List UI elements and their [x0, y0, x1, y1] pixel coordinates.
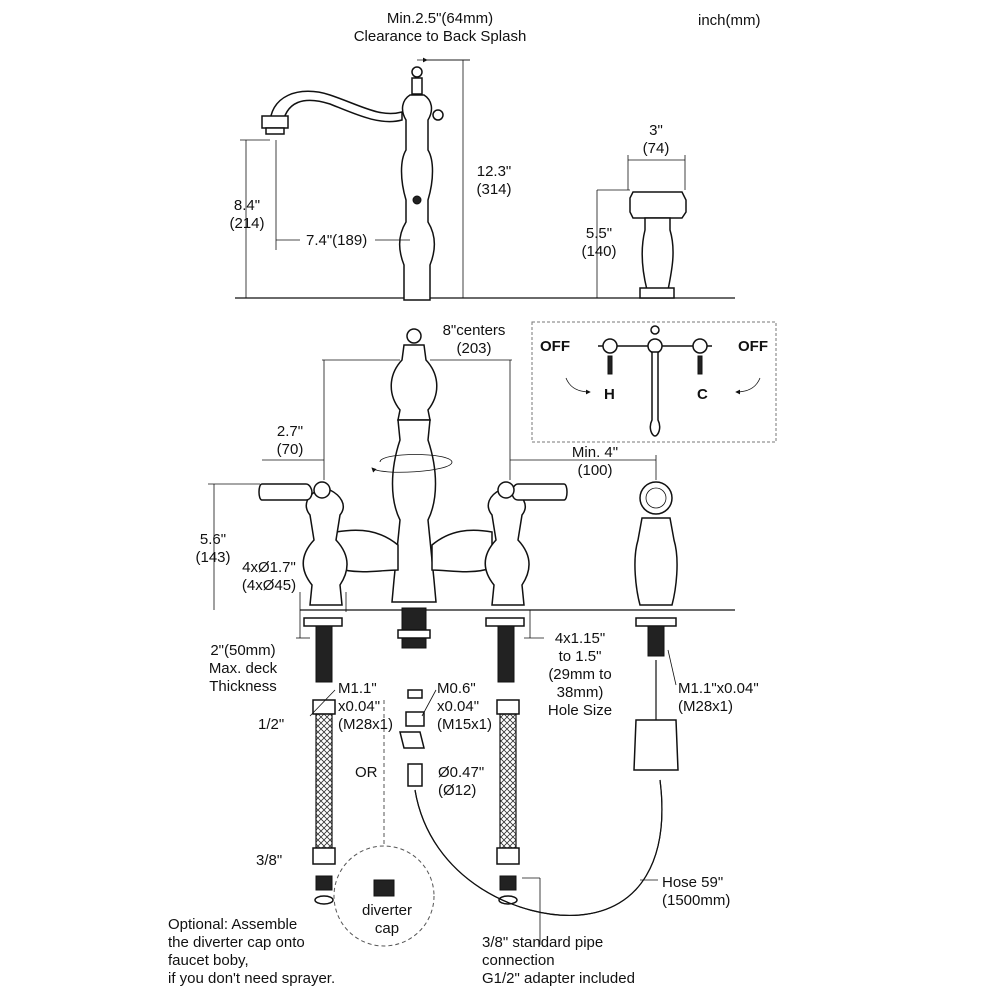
- diverter-cap-label: diverter cap: [352, 902, 422, 938]
- handle-offset-label: 2.7" (70): [268, 423, 312, 459]
- outlet-diameter-mm: (Ø12): [438, 782, 477, 799]
- thread-a-line-2: x0.04": [338, 698, 381, 715]
- thread-c-line-2: (M28x1): [678, 698, 734, 715]
- thread-a-label: M1.1" x0.04" (M28x1): [338, 680, 393, 734]
- hole-line-1: 4x1.15": [554, 630, 606, 647]
- optional-line-2: the diverter cap onto: [168, 934, 305, 951]
- inset-hot: H: [604, 386, 615, 403]
- height-label: 12.3" (314): [474, 163, 514, 199]
- min-distance-label: Min. 4" (100): [560, 444, 630, 480]
- thread-a-line-3: (M28x1): [338, 716, 394, 733]
- spout-height-inch: 8.4": [233, 197, 261, 214]
- hole-line-5: Hole Size: [547, 702, 613, 719]
- clearance-label: Min.2.5"(64mm) Clearance to Back Splash: [340, 10, 540, 46]
- min-distance-mm: (100): [577, 462, 613, 479]
- handle-offset-inch: 2.7": [276, 423, 304, 440]
- optional-note: Optional: Assemble the diverter cap onto…: [168, 916, 335, 988]
- min-distance-inch: Min. 4": [571, 444, 619, 461]
- body-height-inch: 5.6": [199, 531, 227, 548]
- clearance-line-2: Clearance to Back Splash: [353, 28, 527, 45]
- outlet-diameter-label: Ø0.47" (Ø12): [438, 764, 484, 800]
- units-label: inch(mm): [698, 12, 761, 29]
- optional-line-1: Optional: Assemble: [168, 916, 298, 933]
- thread-b-line-2: x0.04": [437, 698, 480, 715]
- optional-line-3: faucet boby,: [168, 952, 249, 969]
- thread-c-label: M1.1"x0.04" (M28x1): [678, 680, 759, 716]
- half-inch-label: 1/2": [258, 716, 285, 733]
- body-height-label: 5.6" (143): [188, 531, 238, 567]
- sprayer-height-inch: 5.5": [585, 225, 613, 242]
- pipe-connection-note: 3/8" standard pipe connection G1/2" adap…: [482, 934, 635, 988]
- outlet-diameter-inch: Ø0.47": [438, 764, 485, 781]
- sprayer-width-label: 3" (74): [636, 122, 676, 158]
- clearance-line-1: Min.2.5"(64mm): [386, 10, 494, 27]
- base-diameter-inch: 4xØ1.7": [242, 559, 296, 576]
- centers-mm: (203): [456, 340, 492, 357]
- reach-label: 7.4"(189): [306, 232, 368, 249]
- deck-thickness-label: 2"(50mm) Max. deck Thickness: [198, 642, 288, 696]
- pipe-line-1: 3/8" standard pipe: [482, 934, 604, 951]
- pipe-line-2: connection: [482, 952, 555, 969]
- hole-line-4: 38mm): [556, 684, 604, 701]
- base-diameter-label: 4xØ1.7" (4xØ45): [234, 559, 304, 595]
- height-mm: (314): [476, 181, 512, 198]
- sprayer-width-inch: 3": [649, 122, 663, 139]
- pipe-line-3: G1/2" adapter included: [482, 970, 635, 987]
- front-view: [208, 328, 735, 947]
- inset-off-right: OFF: [738, 338, 768, 355]
- hose-length-inch: Hose 59": [662, 874, 724, 891]
- thread-b-line-1: M0.6": [437, 680, 476, 697]
- or-label: OR: [355, 764, 378, 781]
- side-view: [235, 57, 735, 301]
- handle-offset-mm: (70): [276, 441, 304, 458]
- sprayer-width-mm: (74): [642, 140, 670, 157]
- three-eighths-label: 3/8": [256, 852, 283, 869]
- hole-size-label: 4x1.15" to 1.5" (29mm to 38mm) Hole Size: [540, 630, 620, 720]
- spout-height-mm: (214): [229, 215, 265, 232]
- hose-length-label: Hose 59" (1500mm): [662, 874, 730, 910]
- deck-line-3: Thickness: [209, 678, 277, 695]
- centers-label: 8"centers (203): [434, 322, 514, 358]
- height-inch: 12.3": [476, 163, 512, 180]
- sprayer-height-mm: (140): [581, 243, 617, 260]
- thread-b-line-3: (M15x1): [437, 716, 493, 733]
- thread-a-line-1: M1.1": [338, 680, 377, 697]
- spout-height-label: 8.4" (214): [222, 197, 272, 233]
- deck-line-1: 2"(50mm): [210, 642, 276, 659]
- hose-length-mm: (1500mm): [662, 892, 731, 909]
- body-height-mm: (143): [195, 549, 231, 566]
- base-diameter-mm: (4xØ45): [241, 577, 297, 594]
- diverter-line-2: cap: [374, 920, 400, 937]
- inset-off-left: OFF: [540, 338, 570, 355]
- centers-inch: 8"centers: [442, 322, 506, 339]
- sprayer-height-label: 5.5" (140): [574, 225, 624, 261]
- thread-b-label: M0.6" x0.04" (M15x1): [437, 680, 492, 734]
- deck-line-2: Max. deck: [208, 660, 278, 677]
- hole-line-3: (29mm to: [548, 666, 612, 683]
- inset-cold: C: [697, 386, 708, 403]
- handle-operation-inset: [531, 321, 777, 443]
- optional-line-4: if you don't need sprayer.: [168, 970, 336, 987]
- diverter-line-1: diverter: [361, 902, 413, 919]
- thread-c-line-1: M1.1"x0.04": [678, 680, 759, 697]
- hole-line-2: to 1.5": [558, 648, 602, 665]
